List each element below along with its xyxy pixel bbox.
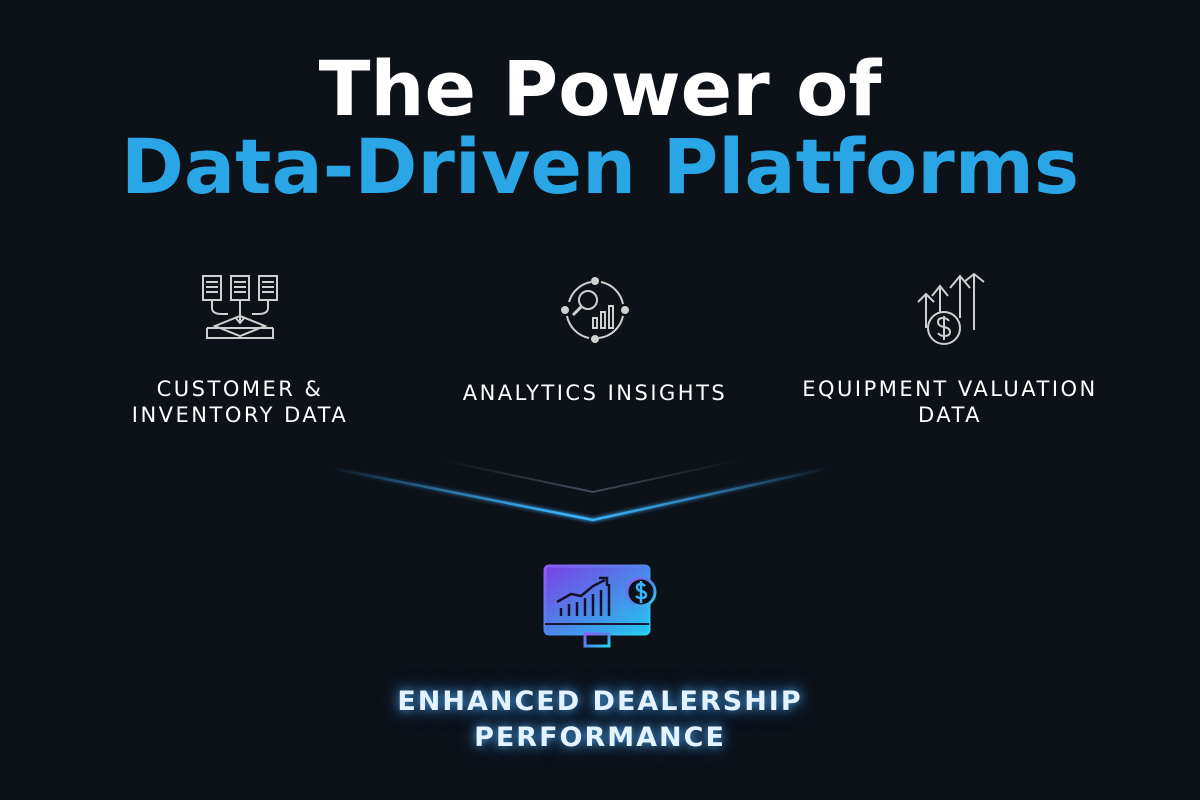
- dollar-growth-arrows-icon: [917, 272, 985, 345]
- title-line-1: The Power of: [318, 44, 882, 133]
- documents-to-tray-icon: [202, 275, 278, 339]
- source-label-line-2: DATA: [917, 403, 983, 427]
- source-equipment-valuation-data: EQUIPMENT VALUATION DATA: [780, 272, 1120, 428]
- monitor-chart-dollar-icon: [543, 564, 657, 650]
- source-label-line-1: ANALYTICS INSIGHTS: [462, 381, 728, 405]
- source-label-line-1: EQUIPMENT VALUATION: [802, 377, 1098, 401]
- source-label-line-1: CUSTOMER &: [156, 377, 324, 401]
- source-analytics-insights: ANALYTICS INSIGHTS: [440, 272, 750, 406]
- source-customer-inventory-data: CUSTOMER & INVENTORY DATA: [100, 272, 380, 428]
- funnel-line-front: [329, 466, 831, 522]
- analytics-cycle-icon: [561, 277, 629, 343]
- funnel-line-back: [439, 459, 741, 494]
- result-label-line-1: ENHANCED DEALERSHIP: [397, 686, 803, 717]
- result-label-line-2: PERFORMANCE: [474, 722, 726, 753]
- source-label-line-2: INVENTORY DATA: [131, 403, 349, 427]
- funnel-line-front-glow: [329, 465, 831, 523]
- merge-funnel-lines: [329, 459, 831, 523]
- result-enhanced-dealership-performance: ENHANCED DEALERSHIP PERFORMANCE: [340, 562, 860, 756]
- title-line-2: Data-Driven Platforms: [120, 122, 1080, 211]
